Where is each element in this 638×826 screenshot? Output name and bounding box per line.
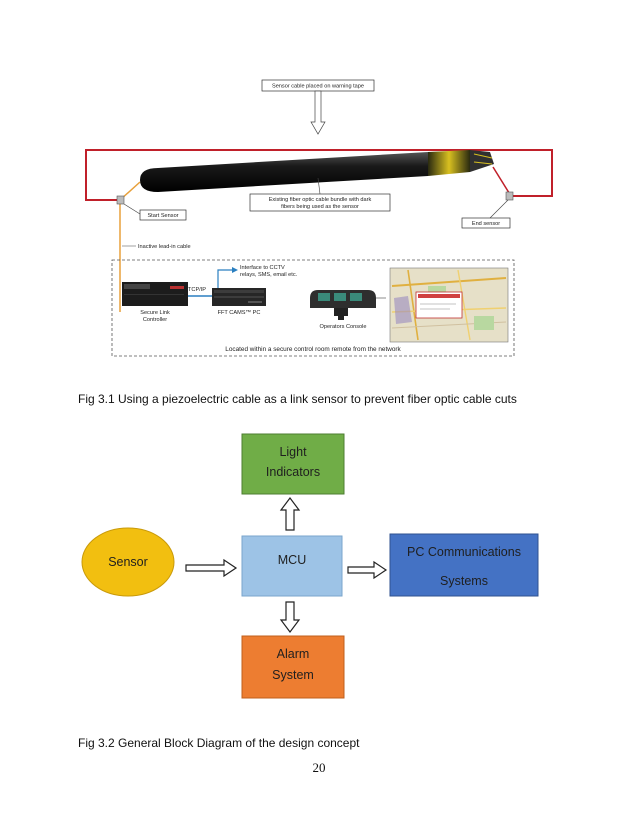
arrow-sensor-to-mcu <box>185 558 238 578</box>
figure-3-2: Light Indicators Sensor MCU PC Communica… <box>81 433 539 699</box>
mcu-block <box>241 535 343 597</box>
end-sensor-box <box>461 217 511 229</box>
figure-3-2-caption: Fig 3.2 General Block Diagram of the des… <box>78 736 360 750</box>
light-indicators-line2: Indicators <box>266 465 320 479</box>
controller-label-line2: Controller <box>143 317 167 323</box>
alarm-system-line1: Alarm <box>277 647 310 661</box>
mcu-label: MCU <box>278 553 306 567</box>
operators-console-icon <box>310 290 376 320</box>
alarm-system-line2: System <box>272 668 314 682</box>
lead-in-label: Inactive lead-in cable <box>138 244 191 250</box>
page-number: 20 <box>312 760 326 775</box>
end-sensor-label: End sensor <box>472 221 500 227</box>
alarm-system-block <box>241 635 345 699</box>
control-room-label: Located within a secure control room rem… <box>225 346 401 353</box>
fiber-cable <box>140 152 428 192</box>
callout-bundle-line2: fibers being used as the sensor <box>281 204 359 210</box>
arrow-mcu-to-alarm <box>279 601 301 633</box>
fiber-cable-yellow-section <box>428 150 470 176</box>
start-sensor-box <box>139 209 187 221</box>
sensor-label: Sensor <box>108 555 148 569</box>
console-label: Operators Console <box>320 324 367 330</box>
tcpip-label: TCP/IP <box>188 287 206 293</box>
fiber-cable-end <box>470 150 494 172</box>
callout-bundle-box <box>249 193 391 212</box>
callout-top-label: Sensor cable placed on warning tape <box>272 84 364 90</box>
start-sensor-connector <box>116 195 125 205</box>
figure-3-1-caption: Fig 3.1 Using a piezoelectric cable as a… <box>78 392 517 406</box>
arrow-mcu-to-pc <box>347 560 388 580</box>
pc-communications-line2: Systems <box>440 574 488 588</box>
pc-communications-block <box>389 533 539 597</box>
start-sensor-label: Start Sensor <box>147 213 178 219</box>
end-sensor-connector <box>505 191 514 201</box>
pc-communications-line1: PC Communications <box>407 545 521 559</box>
figure-3-1: Sensor cable placed on warning tape Exis… <box>85 79 553 357</box>
map-display-icon <box>389 267 509 343</box>
controller-label-line1: Secure Link <box>140 310 170 316</box>
arrow-mcu-to-light <box>279 497 301 531</box>
interface-label-line1: Interface to CCTV <box>240 265 285 271</box>
down-arrow <box>310 90 326 135</box>
sensor-loop-line <box>85 149 553 201</box>
secure-link-controller-icon <box>122 282 188 306</box>
sensor-block <box>81 527 175 597</box>
light-indicators-block <box>241 433 345 495</box>
end-lead-line <box>492 166 512 197</box>
interface-label-line2: relays, SMS, email etc. <box>240 272 298 278</box>
light-indicators-line1: Light <box>279 445 307 459</box>
fft-cams-pc-icon <box>212 288 266 306</box>
interface-line <box>217 269 232 288</box>
control-room-area <box>111 259 515 357</box>
pc-label: FFT CAMS™ PC <box>218 310 261 316</box>
callout-bundle-line1: Existing fiber optic cable bundle with d… <box>269 197 372 203</box>
